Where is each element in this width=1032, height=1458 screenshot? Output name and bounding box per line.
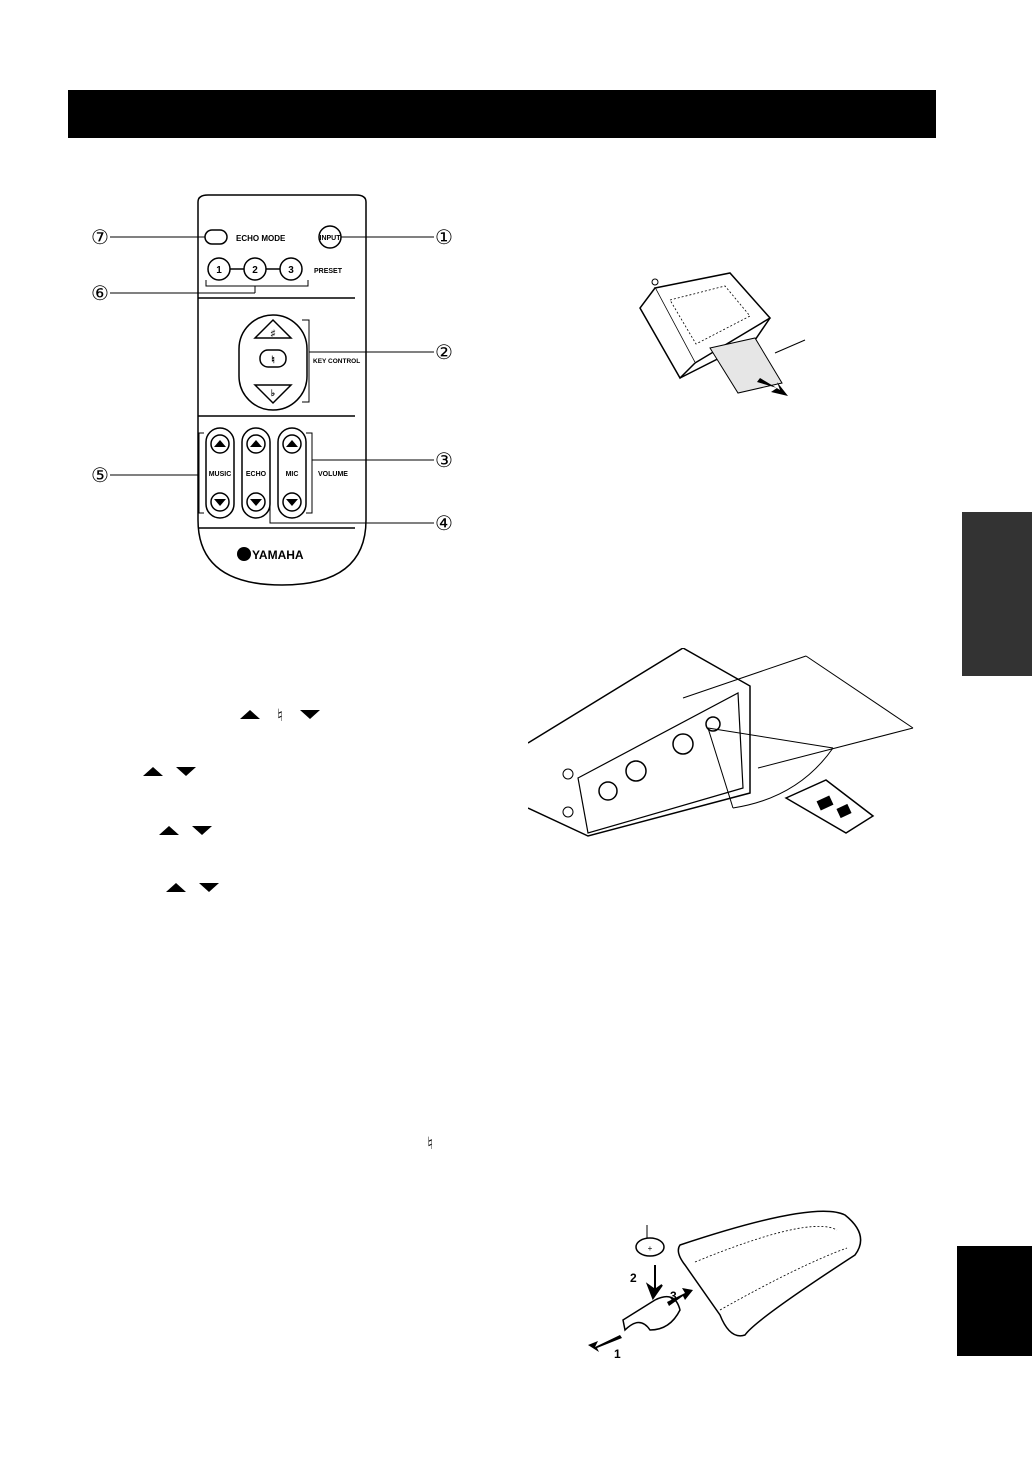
natural-symbol-inline: ♮ <box>427 1134 434 1154</box>
callout-6: ⑥ <box>91 283 109 305</box>
callout-1: ① <box>435 227 453 249</box>
battery-replacement-illustration: + 1 2 3 <box>588 1210 862 1361</box>
volume-label: VOLUME <box>318 471 348 478</box>
small-remote <box>784 779 875 834</box>
callout-4: ④ <box>435 513 453 535</box>
preset-2-label: 2 <box>252 265 258 276</box>
step-1-label: 1 <box>614 1347 621 1361</box>
music-label: MUSIC <box>209 471 232 478</box>
battery-tray <box>622 1295 681 1332</box>
down-triangle-icon <box>175 767 196 776</box>
echo-label: ECHO <box>246 471 267 478</box>
input-label: INPUT <box>320 235 342 242</box>
coin-battery <box>635 1237 665 1257</box>
up-triangle-icon <box>240 710 260 719</box>
key-natural-button <box>259 349 287 368</box>
volume-symbols-row-1 <box>143 763 196 781</box>
key-flat-button <box>253 384 293 405</box>
insulation-sheet <box>709 337 783 394</box>
side-tab-gray <box>962 512 1032 676</box>
remote-control-diagram: ECHO MODE INPUT 1 2 3 PRESET ♯ ♮ ♭ KEY C… <box>91 194 453 586</box>
echo-mode-button <box>204 229 228 245</box>
side-tab-black <box>957 1246 1032 1356</box>
callout-3: ③ <box>435 450 453 472</box>
callout-2: ② <box>435 342 453 364</box>
down-triangle-icon <box>191 826 212 835</box>
up-triangle-icon <box>143 767 163 776</box>
battery-plus-sign: + <box>648 1244 653 1253</box>
preset-3-label: 3 <box>288 265 294 276</box>
amplifier-range-illustration <box>528 648 914 837</box>
key-sharp-label: ♯ <box>271 328 276 338</box>
echo-mode-label: ECHO MODE <box>236 234 286 243</box>
pull-arrow-icon <box>757 378 788 396</box>
remote-back <box>677 1210 862 1337</box>
down-triangle-icon <box>198 883 219 892</box>
brand-label: YAMAHA <box>252 548 304 562</box>
up-triangle-icon <box>159 826 179 835</box>
down-triangle-icon <box>299 710 320 719</box>
key-sharp-button <box>253 318 293 339</box>
preset-label: PRESET <box>314 268 343 275</box>
volume-symbols-row-2 <box>159 822 212 840</box>
callout-7: ⑦ <box>91 227 109 249</box>
remote-top-hole-icon <box>651 278 659 286</box>
key-symbols-row: ♮ <box>240 706 320 726</box>
callout-5: ⑤ <box>91 465 109 487</box>
key-control-label: KEY CONTROL <box>313 358 360 365</box>
volume-symbols-row-3 <box>166 879 219 897</box>
preset-1-label: 1 <box>216 265 222 276</box>
step-3-label: 3 <box>670 1289 677 1303</box>
key-natural-label: ♮ <box>271 355 275 366</box>
yamaha-logo-icon <box>237 547 251 561</box>
insulation-sheet-illustration <box>639 272 806 396</box>
header-bar <box>68 90 936 138</box>
mic-label: MIC <box>286 471 299 478</box>
up-triangle-icon <box>166 883 186 892</box>
step-2-label: 2 <box>630 1271 637 1285</box>
natural-symbol: ♮ <box>276 706 283 726</box>
key-flat-label: ♭ <box>271 388 275 398</box>
